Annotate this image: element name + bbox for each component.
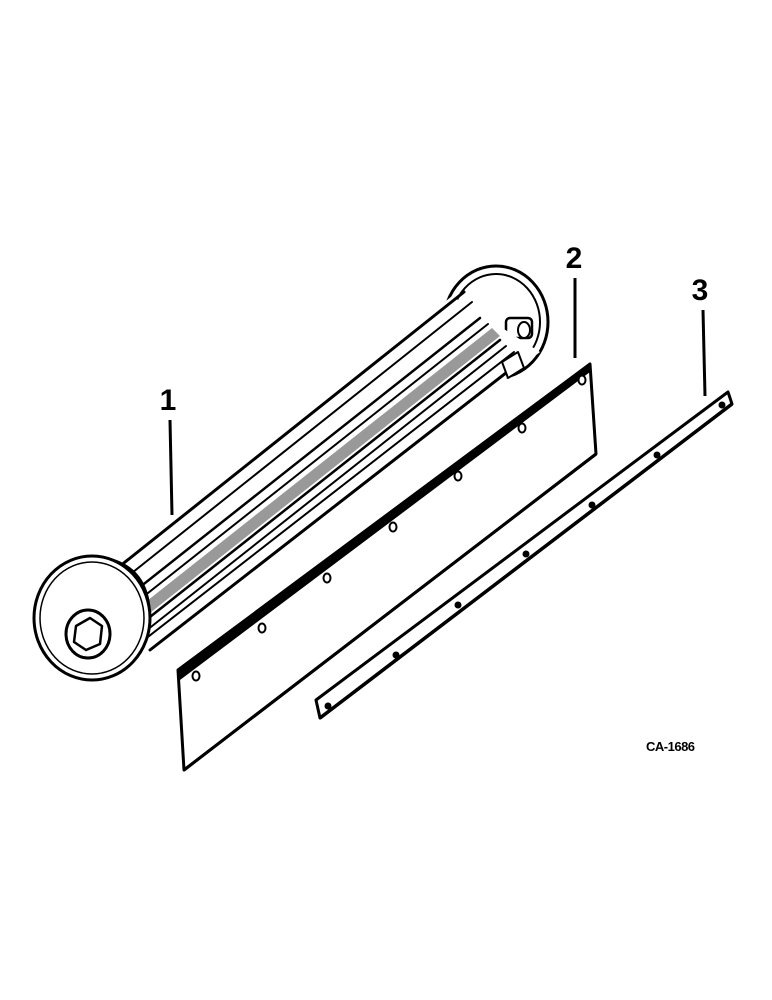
callout-3-label: 3 xyxy=(692,274,709,307)
reel-tube-body xyxy=(96,290,540,652)
callout-3: 3 xyxy=(692,274,709,397)
bat-strip xyxy=(314,390,734,720)
callout-1-leader xyxy=(168,419,174,516)
callout-1: 1 xyxy=(160,384,177,516)
callout-2: 2 xyxy=(566,242,583,358)
callout-3-leader xyxy=(701,309,707,397)
figure-code: CA-1686 xyxy=(646,739,695,754)
reel-tube-assembly xyxy=(32,264,550,682)
callout-1-label: 1 xyxy=(160,384,177,417)
flat-bat-plate xyxy=(176,362,598,772)
reel-tube-near-flange xyxy=(32,554,152,682)
callout-2-label: 2 xyxy=(566,242,583,275)
